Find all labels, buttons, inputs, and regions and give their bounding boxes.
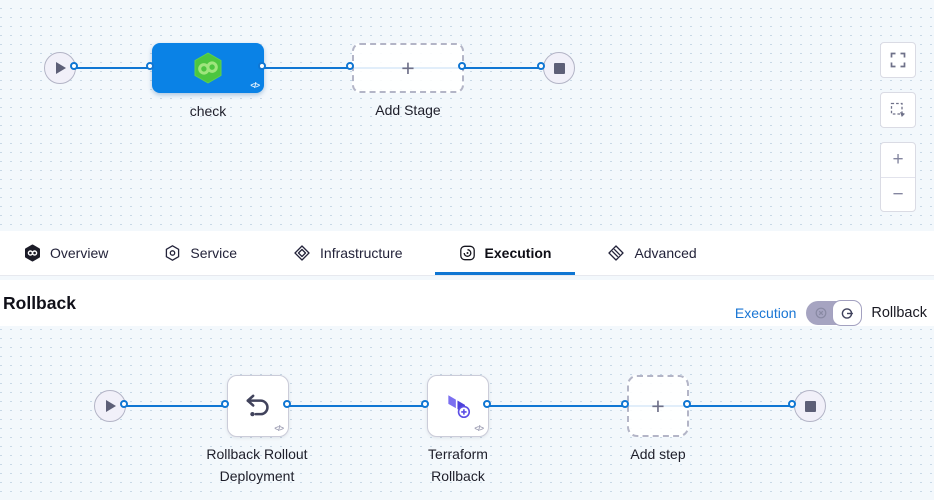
connector-port[interactable] [346, 62, 354, 70]
connector-port[interactable] [70, 62, 78, 70]
stage-pipeline-canvas: </> check + Add Stage + − [0, 0, 934, 231]
play-icon [55, 62, 66, 74]
stage-connector-line [60, 67, 543, 69]
connector-port[interactable] [483, 400, 491, 408]
play-icon [105, 400, 116, 412]
tab-advanced[interactable]: Advanced [583, 231, 720, 275]
tab-overview[interactable]: Overview [0, 231, 132, 275]
yaml-code-icon: </> [250, 81, 260, 90]
stage-config-tabbar: Overview Service Infrastructure Executio… [0, 231, 934, 276]
yaml-code-icon: </> [474, 424, 484, 433]
rollback-end-node[interactable] [794, 390, 826, 422]
rollback-toggle-icon [841, 307, 854, 319]
connector-port[interactable] [283, 400, 291, 408]
canvas-controls: + − [880, 42, 916, 212]
add-step-button[interactable]: + [627, 375, 689, 437]
tab-label: Infrastructure [320, 245, 403, 261]
execution-rollback-switcher: Execution Rollback [735, 300, 927, 326]
stop-icon [553, 62, 565, 74]
stop-icon [804, 400, 816, 412]
rollback-section-title: Rollback [3, 292, 76, 313]
harness-stage-icon [194, 52, 222, 84]
execution-toggle-icon [815, 307, 827, 319]
add-stage-label: Add Stage [375, 102, 441, 118]
multi-select-button[interactable] [880, 92, 916, 128]
toggle-knob [832, 300, 863, 326]
advanced-tab-icon [608, 245, 625, 261]
fullscreen-button[interactable] [880, 42, 916, 78]
connector-port[interactable] [537, 62, 545, 70]
add-step-label: Add step [630, 446, 686, 462]
connector-port[interactable] [258, 62, 266, 70]
connector-port[interactable] [221, 400, 229, 408]
fullscreen-icon [890, 52, 906, 68]
connector-port[interactable] [621, 400, 629, 408]
step-name-label: Terraform Rollback [428, 446, 488, 485]
connector-port[interactable] [421, 400, 429, 408]
infrastructure-tab-icon [294, 245, 310, 261]
step-node-rollback-rollout-deployment[interactable]: </> [227, 375, 289, 437]
zoom-in-button[interactable]: + [881, 143, 915, 177]
connector-port[interactable] [683, 400, 691, 408]
plus-icon: + [401, 54, 415, 81]
plus-icon: + [651, 392, 665, 419]
rollback-toggle-label: Rollback [871, 305, 927, 321]
execution-tab-icon [459, 245, 475, 261]
connector-port[interactable] [146, 62, 154, 70]
rollback-header: Rollback Execution Rollback [0, 280, 934, 326]
tab-label: Execution [484, 245, 552, 261]
execution-rollback-toggle[interactable] [806, 300, 863, 326]
connector-port[interactable] [458, 62, 466, 70]
execution-view-link[interactable]: Execution [734, 305, 797, 321]
step-name-label: Rollback Rollout Deployment [206, 446, 308, 485]
tab-service[interactable]: Service [140, 231, 261, 275]
stage-name-label: check [189, 103, 227, 119]
connector-port[interactable] [788, 400, 796, 408]
yaml-code-icon: </> [274, 424, 284, 433]
add-stage-button[interactable]: + [352, 43, 464, 93]
zoom-out-button[interactable]: − [881, 177, 915, 211]
terraform-step-icon [448, 395, 471, 419]
service-tab-icon [166, 245, 180, 261]
step-node-terraform-rollback[interactable]: </> [427, 375, 489, 437]
overview-tab-icon [25, 244, 40, 262]
tab-execution[interactable]: Execution [435, 231, 576, 275]
rollback-step-icon [246, 394, 269, 417]
marquee-select-icon [890, 102, 905, 117]
rollback-pipeline-canvas: Rollback Execution Rollback [0, 276, 934, 500]
tab-label: Advanced [634, 245, 697, 261]
tab-label: Service [190, 245, 238, 261]
pipeline-end-node[interactable] [543, 52, 575, 84]
stage-node-check[interactable]: </> [152, 43, 264, 93]
tab-label: Overview [50, 245, 109, 261]
zoom-controls: + − [880, 142, 916, 212]
tab-infrastructure[interactable]: Infrastructure [269, 231, 426, 275]
connector-port[interactable] [120, 400, 128, 408]
